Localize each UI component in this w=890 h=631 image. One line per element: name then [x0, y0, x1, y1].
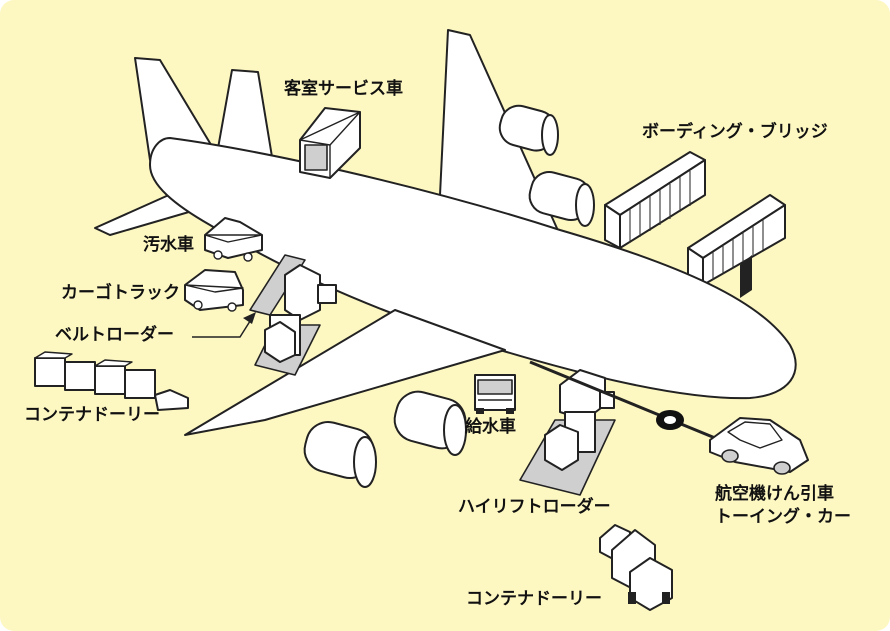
lavatory-truck: [204, 217, 263, 262]
label-lavatory-truck: 汚水車: [143, 235, 194, 255]
container-dolly-left: [34, 351, 189, 411]
leader-arrowhead: [243, 312, 256, 324]
belt-loader-leader-line: [192, 317, 253, 338]
label-tug-line2: トーイング・カー: [715, 507, 851, 527]
far-engines: [498, 104, 595, 227]
label-cabin-service-truck: 客室サービス車: [284, 79, 403, 99]
fuselage: [149, 137, 797, 400]
near-engines: [303, 390, 467, 488]
boarding-bridge-2: [687, 194, 786, 298]
cargo-truck: [184, 269, 244, 312]
label-high-lift-loader: ハイリフトローダー: [458, 497, 611, 517]
near-wing: [184, 309, 506, 436]
belt-loader-vehicle: [249, 254, 337, 376]
cabin-service-truck: [299, 107, 361, 179]
label-water-truck: 給水車: [465, 417, 516, 437]
label-cargo-truck: カーゴトラック: [61, 283, 180, 303]
label-container-dolly-bottom: コンテナドーリー: [466, 589, 602, 609]
label-container-dolly-left: コンテナドーリー: [24, 405, 160, 425]
boarding-bridge-1: [604, 151, 706, 249]
high-lift-loader-vehicle: [519, 369, 616, 496]
container-dolly-bottom: [599, 524, 673, 611]
label-tug-line1: 航空機けん引車: [715, 484, 834, 504]
label-boarding-bridge: ボーディング・ブリッジ: [642, 122, 828, 142]
label-belt-loader: ベルトローダー: [55, 325, 174, 345]
water-truck: [474, 374, 516, 414]
towing-tug: [529, 360, 809, 475]
